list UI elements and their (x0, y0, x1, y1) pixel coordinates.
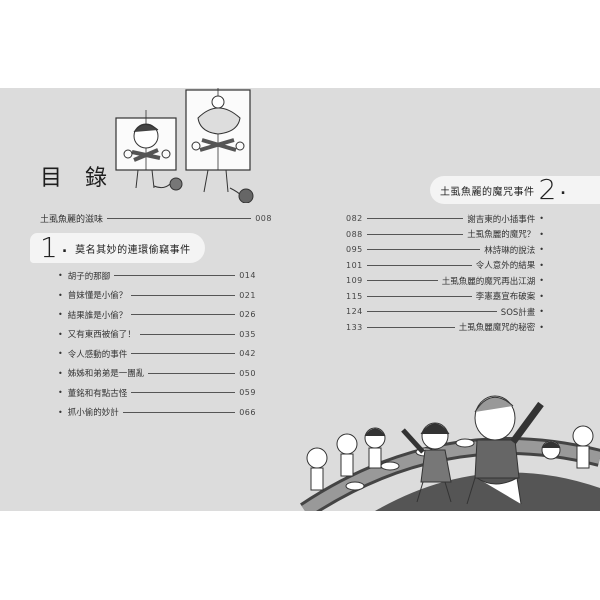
chapter-number: 1 (40, 231, 58, 264)
toc-entry[interactable]: 101 令人意外的結果• (346, 258, 544, 274)
entry-label: 董銘和有點古怪 (67, 388, 128, 399)
dot-leader (139, 333, 236, 335)
entry-label: 謝吉東的小插事件 (467, 214, 536, 225)
toc-entry[interactable]: 082 謝吉東的小插事件• (346, 211, 544, 227)
dot-leader (131, 353, 236, 355)
entry-label: 曾妹懂是小偷？ (67, 291, 128, 302)
dot-leader (366, 218, 464, 220)
entry-label: 令人意外的結果 (475, 261, 536, 272)
entry-label: 令人感動的事件 (67, 349, 128, 360)
toc-entry[interactable]: 133 土虱魚麗魔咒的秘密• (346, 320, 544, 336)
entry-page: 021 (239, 290, 256, 300)
chapter-title: 莫名其妙的連環偷竊事件 (75, 244, 191, 256)
entry-page: 059 (239, 388, 256, 398)
toc-entry[interactable]: 095 林詩琳的說法• (346, 242, 544, 258)
bullet-icon: • (539, 322, 544, 332)
kids-kungfu-illustration-icon (300, 395, 600, 511)
toc-entry-prologue[interactable]: 土虱魚麗的滋味 008 (40, 211, 272, 225)
entry-label: 土虱魚麗的魔咒？ (467, 230, 536, 241)
chapter-dot: . (560, 182, 566, 198)
entry-label: 李憲嘉宣布破案 (475, 292, 536, 303)
bullet-icon: • (58, 290, 63, 300)
entry-label: 又有東西被偷了！ (67, 330, 136, 341)
entry-label: SOS計畫 (500, 307, 536, 318)
entry-page: 026 (239, 310, 256, 320)
entry-page: 095 (346, 245, 363, 255)
bullet-icon: • (539, 245, 544, 255)
dot-leader (366, 249, 481, 251)
bullet-icon: • (58, 271, 63, 281)
toc-entry[interactable]: 124 SOS計畫• (346, 304, 544, 320)
toc-entry[interactable]: • 抓小偷的妙計 066 (58, 403, 256, 423)
dot-leader (366, 326, 455, 328)
entry-label: 土虱魚麗魔咒的秘密 (458, 323, 536, 334)
bullet-icon: • (539, 214, 544, 224)
dot-leader (122, 411, 236, 413)
toc-entry[interactable]: 109 土虱魚麗的魔咒再出江湖• (346, 273, 544, 289)
bullet-icon: • (539, 291, 544, 301)
chapter-title: 土虱魚麗的魔咒事件 (440, 186, 535, 198)
dot-leader (131, 392, 236, 394)
entry-page: 066 (239, 407, 256, 417)
toc-entry[interactable]: • 胡子的那腳 014 (58, 266, 256, 286)
entry-page: 008 (255, 213, 272, 223)
entry-label: 姊姊和弟弟是一團亂 (67, 369, 145, 380)
chapter-dot: . (61, 240, 68, 256)
bullet-icon: • (539, 260, 544, 270)
dot-leader (148, 372, 236, 374)
chapter-1-header[interactable]: 1 . 莫名其妙的連環偷竊事件 (30, 233, 205, 263)
dot-leader (366, 233, 464, 235)
bullet-icon: • (58, 407, 63, 417)
toc-entry[interactable]: • 結果誰是小偷？ 026 (58, 305, 256, 325)
entry-page: 082 (346, 214, 363, 224)
dot-leader (366, 311, 497, 313)
entry-label: 土虱魚麗的滋味 (40, 214, 104, 225)
toc-entry[interactable]: • 姊姊和弟弟是一團亂 050 (58, 364, 256, 384)
entry-page: 035 (239, 329, 256, 339)
toc-entry[interactable]: • 令人感動的事件 042 (58, 344, 256, 364)
entry-page: 109 (346, 276, 363, 286)
page-title: 目 錄 (40, 166, 115, 191)
bullet-icon: • (539, 276, 544, 286)
entry-label: 結果誰是小偷？ (67, 310, 128, 321)
entry-label: 抓小偷的妙計 (67, 408, 119, 419)
entry-page: 124 (346, 307, 363, 317)
dot-leader (114, 275, 236, 277)
chapter-1-entries: • 胡子的那腳 014 • 曾妹懂是小偷？ 021 • 結果誰是小偷？ 026 • 又有東西被… (58, 266, 256, 422)
dot-leader (131, 314, 236, 316)
entry-label: 胡子的那腳 (67, 271, 111, 282)
dot-leader (366, 280, 438, 282)
dot-leader (366, 264, 472, 266)
toc-entry[interactable]: • 又有東西被偷了！ 035 (58, 325, 256, 345)
book-spread: 目 錄 土虱魚麗的滋味 008 1 . 莫名其妙的連環偷竊事件 • 胡子的那腳 01… (0, 88, 600, 511)
entry-page: 014 (239, 271, 256, 281)
entry-label: 土虱魚麗的魔咒再出江湖 (441, 276, 536, 287)
toc-entry[interactable]: 088 土虱魚麗的魔咒？• (346, 227, 544, 243)
toc-entry[interactable]: 115 李憲嘉宣布破案• (346, 289, 544, 305)
entry-page: 050 (239, 368, 256, 378)
toc-entry[interactable]: • 曾妹懂是小偷？ 021 (58, 286, 256, 306)
entry-page: 042 (239, 349, 256, 359)
bullet-icon: • (58, 388, 63, 398)
dot-leader (366, 295, 472, 297)
dot-leader (131, 294, 236, 296)
bullet-icon: • (58, 310, 63, 320)
entry-page: 088 (346, 229, 363, 239)
bullet-icon: • (58, 368, 63, 378)
wanted-posters-illustration-icon (115, 88, 254, 203)
dot-leader (107, 217, 252, 219)
bullet-icon: • (539, 307, 544, 317)
bullet-icon: • (58, 349, 63, 359)
toc-entry[interactable]: • 董銘和有點古怪 059 (58, 383, 256, 403)
entry-page: 133 (346, 322, 363, 332)
entry-page: 101 (346, 260, 363, 270)
entry-label: 林詩琳的說法 (484, 245, 536, 256)
bullet-icon: • (58, 329, 63, 339)
bullet-icon: • (539, 229, 544, 239)
entry-page: 115 (346, 291, 363, 301)
chapter-2-header[interactable]: 土虱魚麗的魔咒事件 2 . (430, 176, 600, 204)
chapter-number: 2 (538, 173, 557, 206)
